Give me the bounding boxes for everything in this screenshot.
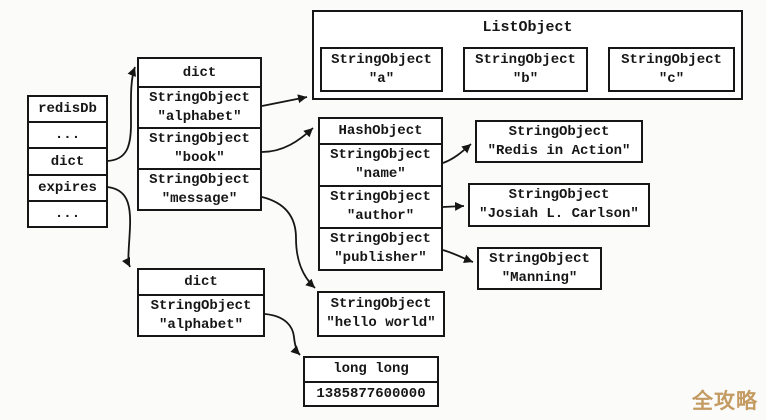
entry-value: "Redis in Action" <box>487 142 631 159</box>
arrow-message-to-hello-world <box>261 196 316 289</box>
redisdb-structure: redisDb ... dict expires ... <box>27 95 108 228</box>
redisdb-row-title: redisDb <box>38 101 97 118</box>
redisdb-row-dict: dict <box>29 147 106 173</box>
expires-dict-box: dict StringObject "alphabet" <box>137 268 265 337</box>
entry-type: StringObject <box>508 123 610 140</box>
main-dict-entry-book: StringObject "book" <box>139 127 260 168</box>
entry-type: StringObject <box>149 89 250 106</box>
long-long-title: long long <box>333 361 409 378</box>
entry-value: "author" <box>346 208 415 224</box>
main-dict-entry-message: StringObject "message" <box>139 168 260 209</box>
entry-type: StringObject <box>331 51 432 68</box>
list-item-c: StringObject "c" <box>608 47 735 92</box>
value-josiah-carlson: StringObject "Josiah L. Carlson" <box>468 183 650 227</box>
entry-type: StringObject <box>489 250 590 267</box>
arrow-publisher-to-value <box>442 249 474 264</box>
hash-object-box: HashObject StringObject "name" StringObj… <box>318 117 443 271</box>
entry-value: "book" <box>174 149 225 166</box>
value-redis-in-action: StringObject "Redis in Action" <box>475 120 643 163</box>
entry-type: StringObject <box>621 51 722 68</box>
entry-type: StringObject <box>508 187 610 203</box>
entry-value: "Manning" <box>501 269 578 286</box>
entry-value: "hello world" <box>326 315 436 331</box>
list-item-b: StringObject "b" <box>463 47 588 92</box>
hash-field-author: StringObject "author" <box>320 185 441 227</box>
entry-type: StringObject <box>330 231 431 247</box>
long-long-box: long long 1385877600000 <box>303 356 439 407</box>
value-manning: StringObject "Manning" <box>477 247 602 290</box>
entry-type: StringObject <box>149 171 250 188</box>
arrow-expires-to-expires-dict <box>106 186 132 268</box>
value-hello-world: StringObject "hello world" <box>317 291 445 337</box>
entry-type: StringObject <box>149 130 250 147</box>
arrow-dict-to-main-dict <box>106 66 136 162</box>
hash-field-publisher: StringObject "publisher" <box>320 227 441 269</box>
main-dict-box: dict StringObject "alphabet" StringObjec… <box>137 57 262 211</box>
entry-value: "a" <box>368 70 395 87</box>
redisdb-row-ellipsis-top: ... <box>29 121 106 147</box>
expires-entry-alphabet: StringObject "alphabet" <box>139 294 263 335</box>
entry-type: StringObject <box>150 297 252 314</box>
arrow-name-to-value <box>442 143 472 164</box>
entry-type: StringObject <box>330 296 432 312</box>
hash-object-title: HashObject <box>338 123 423 139</box>
arrow-book-to-hashobject <box>261 127 314 153</box>
entry-type: StringObject <box>330 189 431 205</box>
redisdb-row-expires: expires <box>29 173 106 200</box>
entry-value: "publisher" <box>334 250 427 266</box>
entry-value: "Josiah L. Carlson" <box>479 206 639 222</box>
entry-value: "alphabet" <box>158 316 243 333</box>
hash-field-name: StringObject "name" <box>320 143 441 185</box>
arrow-alphabet-to-long-long <box>264 313 301 356</box>
redisdb-row-ellipsis-bottom: ... <box>29 199 106 226</box>
entry-value: "name" <box>355 166 406 182</box>
arrow-author-to-value <box>442 201 465 211</box>
arrow-alphabet-to-listobject <box>261 94 308 107</box>
watermark-text: 全攻略 <box>692 389 758 413</box>
entry-value: "b" <box>512 70 539 87</box>
entry-type: StringObject <box>475 51 576 68</box>
entry-value: "alphabet" <box>157 108 242 125</box>
main-dict-title: dict <box>182 64 217 81</box>
list-object-box: ListObject StringObject "a" StringObject… <box>312 10 743 100</box>
entry-value: "message" <box>161 190 238 207</box>
entry-value: "c" <box>658 70 685 87</box>
list-item-a: StringObject "a" <box>320 47 443 92</box>
long-long-value: 1385877600000 <box>305 380 437 406</box>
expires-dict-title: dict <box>184 274 218 290</box>
list-object-title: ListObject <box>482 19 573 36</box>
entry-type: StringObject <box>330 147 431 163</box>
main-dict-entry-alphabet: StringObject "alphabet" <box>139 86 260 127</box>
